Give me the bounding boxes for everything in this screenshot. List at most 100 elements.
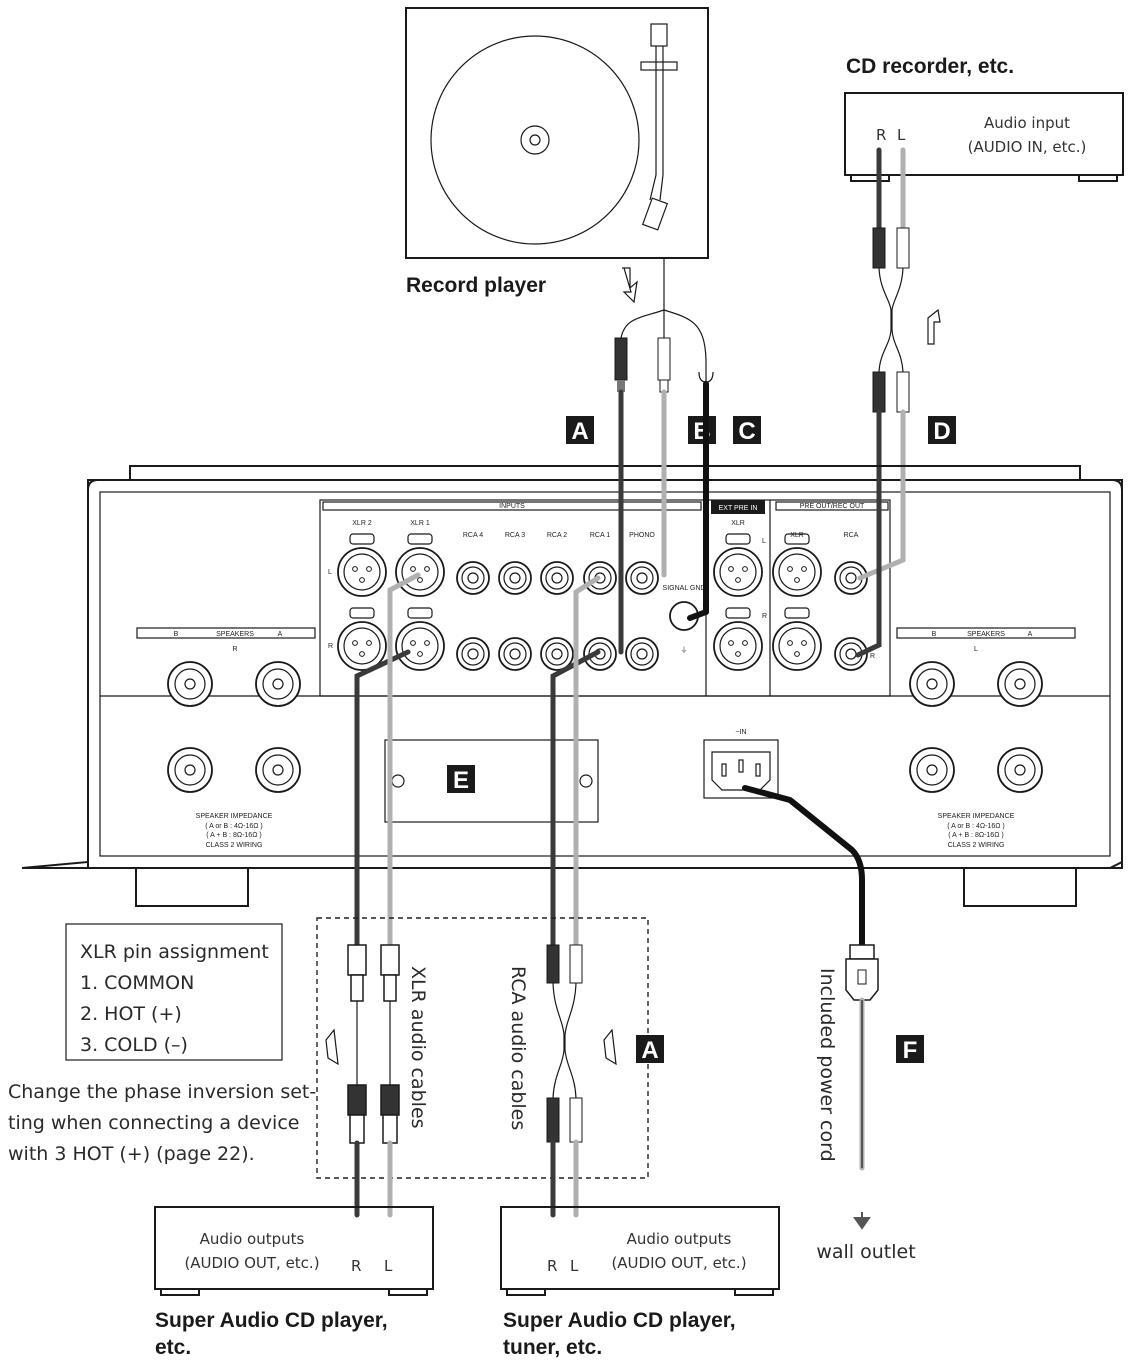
cd-recorder-label: CD recorder, etc.: [846, 55, 1014, 78]
impedance-right-3: ( A + B : 8Ω-16Ω ): [948, 832, 1003, 839]
xlr-jack: [395, 533, 445, 597]
xlr-pin-1: 1. COMMON: [80, 972, 194, 994]
speaker-terminal: [255, 747, 301, 793]
panel-rca3-label: RCA 3: [505, 532, 525, 539]
panel-pre-out-label: PRE OUT/REC OUT: [800, 503, 865, 510]
phono-cable: [614, 258, 714, 393]
panel-ext-r-label: R: [762, 613, 767, 620]
sacd-right-outputs-line2: (AUDIO OUT, etc.): [611, 1254, 746, 1272]
xlr-plugs: [347, 944, 400, 1144]
speaker-terminal: [997, 661, 1043, 707]
xlr-jacks: [337, 533, 822, 671]
rca-jack: [834, 561, 868, 595]
xlr-cables-label: XLR audio cables: [407, 966, 429, 1129]
speakers-left-b: B: [174, 631, 179, 638]
xlr-cable-l: [387, 572, 421, 948]
speakers-left-title: SPEAKERS: [216, 631, 254, 638]
panel-inputs-label: INPUTS: [499, 503, 525, 510]
ac-in-label: ~IN: [735, 729, 746, 736]
rca-jack: [540, 637, 574, 671]
impedance-left-2: ( A or B : 4Ω-16Ω ): [205, 823, 263, 830]
preout-cable-l: [857, 467, 906, 581]
rca-cable-l: [573, 575, 601, 948]
speaker-terminal: [909, 747, 955, 793]
xlr-pin-2: 2. HOT (+): [80, 1003, 182, 1025]
record-player: [405, 7, 709, 259]
power-cord-label: Included power cord: [816, 968, 838, 1162]
ground-wire: [687, 381, 709, 621]
letter-c: C: [733, 416, 761, 445]
rca-jack: [540, 561, 574, 595]
preout-cable-r: [855, 467, 882, 658]
xlr-jack: [772, 533, 822, 597]
speaker-terminals: [167, 661, 1043, 793]
speakers-right-title: SPEAKERS: [967, 631, 1005, 638]
impedance-right-4: CLASS 2 WIRING: [948, 842, 1005, 849]
rca-jack: [625, 637, 659, 671]
arrow-down-icon: [853, 1212, 871, 1230]
speakers-left-r: R: [232, 646, 237, 653]
sacd-right-r: R: [547, 1257, 557, 1275]
speakers-right-a: A: [1028, 631, 1033, 638]
xlr-jack: [713, 533, 763, 597]
direction-arrow-icon: [622, 267, 638, 304]
impedance-left-4: CLASS 2 WIRING: [206, 842, 263, 849]
svg-text:C: C: [738, 418, 755, 445]
speakers-left-a: A: [278, 631, 283, 638]
speakers-right-l: L: [974, 646, 978, 653]
option-slot: E: [384, 739, 599, 823]
rca-jack: [456, 561, 490, 595]
direction-arrow-icon: [603, 1028, 617, 1066]
direction-arrow-icon: [927, 308, 941, 345]
letter-b: B: [688, 416, 716, 445]
phase-note-line1: Change the phase inversion set-: [8, 1081, 316, 1103]
panel-rca2-label: RCA 2: [547, 532, 567, 539]
record-player-label: Record player: [406, 274, 546, 297]
letter-d: D: [928, 416, 956, 445]
ground-icon: ⏚: [681, 646, 688, 654]
svg-text:A: A: [571, 418, 588, 445]
xlr-jack: [395, 607, 445, 671]
panel-ext-l-label: L: [762, 538, 766, 545]
sacd-left-outputs-line1: Audio outputs: [200, 1230, 305, 1248]
impedance-right-1: SPEAKER IMPEDANCE: [938, 813, 1015, 820]
wall-outlet-label: wall outlet: [816, 1241, 915, 1263]
speaker-terminal: [255, 661, 301, 707]
panel-rca1-label: RCA 1: [590, 532, 610, 539]
phase-note-line3: with 3 HOT (+) (page 22).: [8, 1143, 255, 1165]
direction-arrow-icon: [325, 1028, 339, 1066]
xlr-pin-title: XLR pin assignment: [80, 941, 269, 963]
phase-note-line2: ting when connecting a device: [8, 1112, 299, 1134]
sacd-left-outputs-line2: (AUDIO OUT, etc.): [184, 1254, 319, 1272]
rca-jack: [834, 637, 868, 671]
svg-text:E: E: [453, 767, 469, 794]
sacd-left-title-line2: etc.: [155, 1336, 191, 1359]
ac-inlet: ~IN: [703, 729, 779, 799]
xlr-jack: [337, 533, 387, 597]
sacd-player-right: [500, 1206, 780, 1296]
rec-r-label: R: [876, 126, 886, 144]
speakers-right-b: B: [932, 631, 937, 638]
letter-a-top: A: [566, 416, 594, 445]
panel-phono-label: PHONO: [629, 532, 655, 539]
sacd-right-title-line1: Super Audio CD player,: [503, 1309, 736, 1332]
sacd-left-l: L: [384, 1257, 393, 1275]
rca-jack: [583, 637, 617, 671]
sacd-right-title-line2: tuner, etc.: [503, 1336, 602, 1359]
power-cord: [742, 785, 865, 948]
panel-ext-pre-in-label: EXT PRE IN: [719, 505, 758, 512]
rca-jack: [625, 561, 659, 595]
impedance-right-2: ( A or B : 4Ω-16Ω ): [947, 823, 1005, 830]
rca-cables-label: RCA audio cables: [507, 966, 529, 1130]
speaker-terminal: [167, 747, 213, 793]
xlr-jack: [772, 607, 822, 671]
panel-chan-r-label: R: [328, 643, 333, 650]
xlr-pin-box: [65, 923, 283, 1061]
impedance-left-3: ( A + B : 8Ω-16Ω ): [206, 832, 261, 839]
svg-text:A: A: [641, 1037, 658, 1064]
speaker-terminal: [997, 747, 1043, 793]
panel-rca4-label: RCA 4: [463, 532, 483, 539]
panel-preout-r-label: R: [870, 653, 875, 660]
sacd-left-r: R: [351, 1257, 361, 1275]
